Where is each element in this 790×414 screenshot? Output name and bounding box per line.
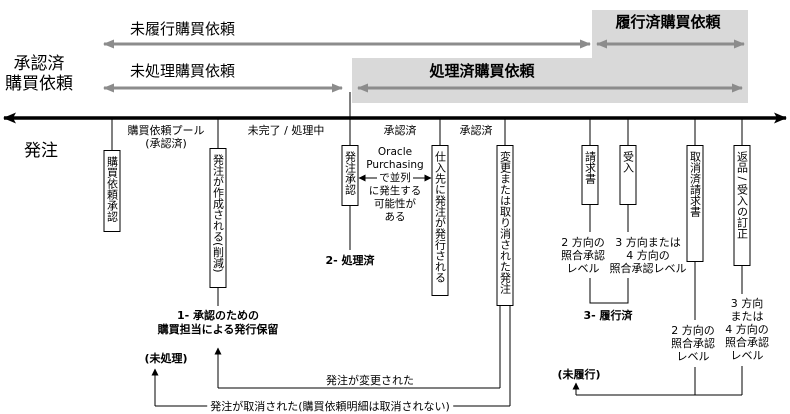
event-receipt: 受入 xyxy=(619,145,637,205)
po-timeline-label: 発注 xyxy=(24,141,58,161)
event-cancelled-invoice: 取消済請求書 xyxy=(686,145,704,262)
note-return-match-line-1: 3 方向 xyxy=(730,297,764,310)
note-parallel-line-3: で並列 xyxy=(379,172,411,184)
state-hold-for-approval: 1- 承認のための 購買担当による発行保留 xyxy=(158,309,279,337)
approved-requisitions-line-1: 承認済 xyxy=(13,54,65,74)
note-return-match: 3 方向 または 4 方向の 照合承認 レベル xyxy=(725,297,769,362)
note-cancelled-invoice-match: 2 方向の 照合承認 レベル xyxy=(671,324,715,363)
note-invoice-match: 2 方向の 照合承認 レベル xyxy=(561,236,605,275)
note-parallel-line-5: 可能性が xyxy=(374,198,416,210)
note-cancelled-invoice-match-line-2: 照合承認 xyxy=(671,337,715,350)
approved-requisitions-label: 承認済 購買依頼 xyxy=(5,54,73,94)
flow-po-cancelled-label: 発注が取消された(購買依頼明細は取消されない) xyxy=(207,400,453,413)
note-invoice-match-line-2: 照合承認 xyxy=(561,249,605,262)
phase-requisition-pool: 購買依頼プール (承認済) xyxy=(128,124,205,150)
note-return-match-line-5: レベル xyxy=(730,349,764,362)
phase-pool-line-2: (承認済) xyxy=(145,137,187,150)
event-invoice: 請求書 xyxy=(581,145,599,205)
state-hold-line-1: 1- 承認のための xyxy=(176,309,260,322)
note-parallel-line-1: Oracle xyxy=(377,146,413,158)
note-receipt-match: 3 方向または 4 方向の 照合承認レベル xyxy=(610,236,687,275)
event-return-or-correction: 返品 / 受入の訂正 xyxy=(733,145,751,266)
phase-approved-b: 承認済 xyxy=(459,124,493,137)
event-po-created: 発注が作成される(削減) xyxy=(209,148,227,288)
phase-in-progress: 未完了 / 処理中 xyxy=(247,124,325,137)
state-unprocessed: (未処理) xyxy=(144,352,188,365)
note-invoice-match-line-3: レベル xyxy=(566,262,600,275)
note-receipt-match-line-1: 3 方向または xyxy=(615,236,681,249)
note-parallel-line-4: に発生する xyxy=(368,185,422,197)
note-parallel: Oracle Purchasing で並列 に発生する 可能性が ある xyxy=(366,146,423,224)
state-processed: 2- 処理済 xyxy=(325,254,375,267)
fulfilled-bracket xyxy=(589,278,629,304)
note-cancelled-invoice-match-line-3: レベル xyxy=(676,350,710,363)
unfulfilled-requisitions-label: 未履行購買依頼 xyxy=(130,20,236,38)
phase-approved-a: 承認済 xyxy=(383,124,417,137)
state-fulfilled: 3- 履行済 xyxy=(583,309,633,322)
note-receipt-match-line-3: 照合承認レベル xyxy=(609,262,687,275)
note-return-match-line-4: 照合承認 xyxy=(725,336,769,349)
fulfilled-requisitions-label: 履行済購買依頼 xyxy=(615,13,721,31)
note-receipt-match-line-2: 4 方向の xyxy=(626,249,670,262)
note-parallel-line-6: ある xyxy=(384,211,406,223)
processed-fulfilled-shading xyxy=(352,10,748,103)
event-po-changed-or-cancelled: 変更または取り消された発注 xyxy=(496,145,514,306)
note-parallel-line-2: Purchasing xyxy=(366,159,424,171)
unprocessed-requisitions-label: 未処理購買依頼 xyxy=(130,62,236,80)
phase-pool-line-1: 購買依頼プール xyxy=(127,124,205,137)
processed-requisitions-label: 処理済購買依頼 xyxy=(429,62,535,80)
event-requisition-approval: 購買依頼承認 xyxy=(103,150,121,232)
event-po-sent-to-supplier: 仕入先に発注が発行される xyxy=(431,145,449,296)
note-cancelled-invoice-match-line-1: 2 方向の xyxy=(671,324,715,337)
state-unfulfilled: (未履行) xyxy=(557,368,601,381)
note-return-match-line-2: または xyxy=(730,310,764,323)
approved-requisitions-line-2: 購買依頼 xyxy=(5,74,73,94)
state-hold-line-2: 購買担当による発行保留 xyxy=(157,323,279,336)
note-invoice-match-line-1: 2 方向の xyxy=(561,236,605,249)
event-po-approval: 発注承認 xyxy=(341,145,359,206)
note-return-match-line-3: 4 方向の xyxy=(725,323,769,336)
flow-po-changed-label: 発注が変更された xyxy=(326,374,414,387)
